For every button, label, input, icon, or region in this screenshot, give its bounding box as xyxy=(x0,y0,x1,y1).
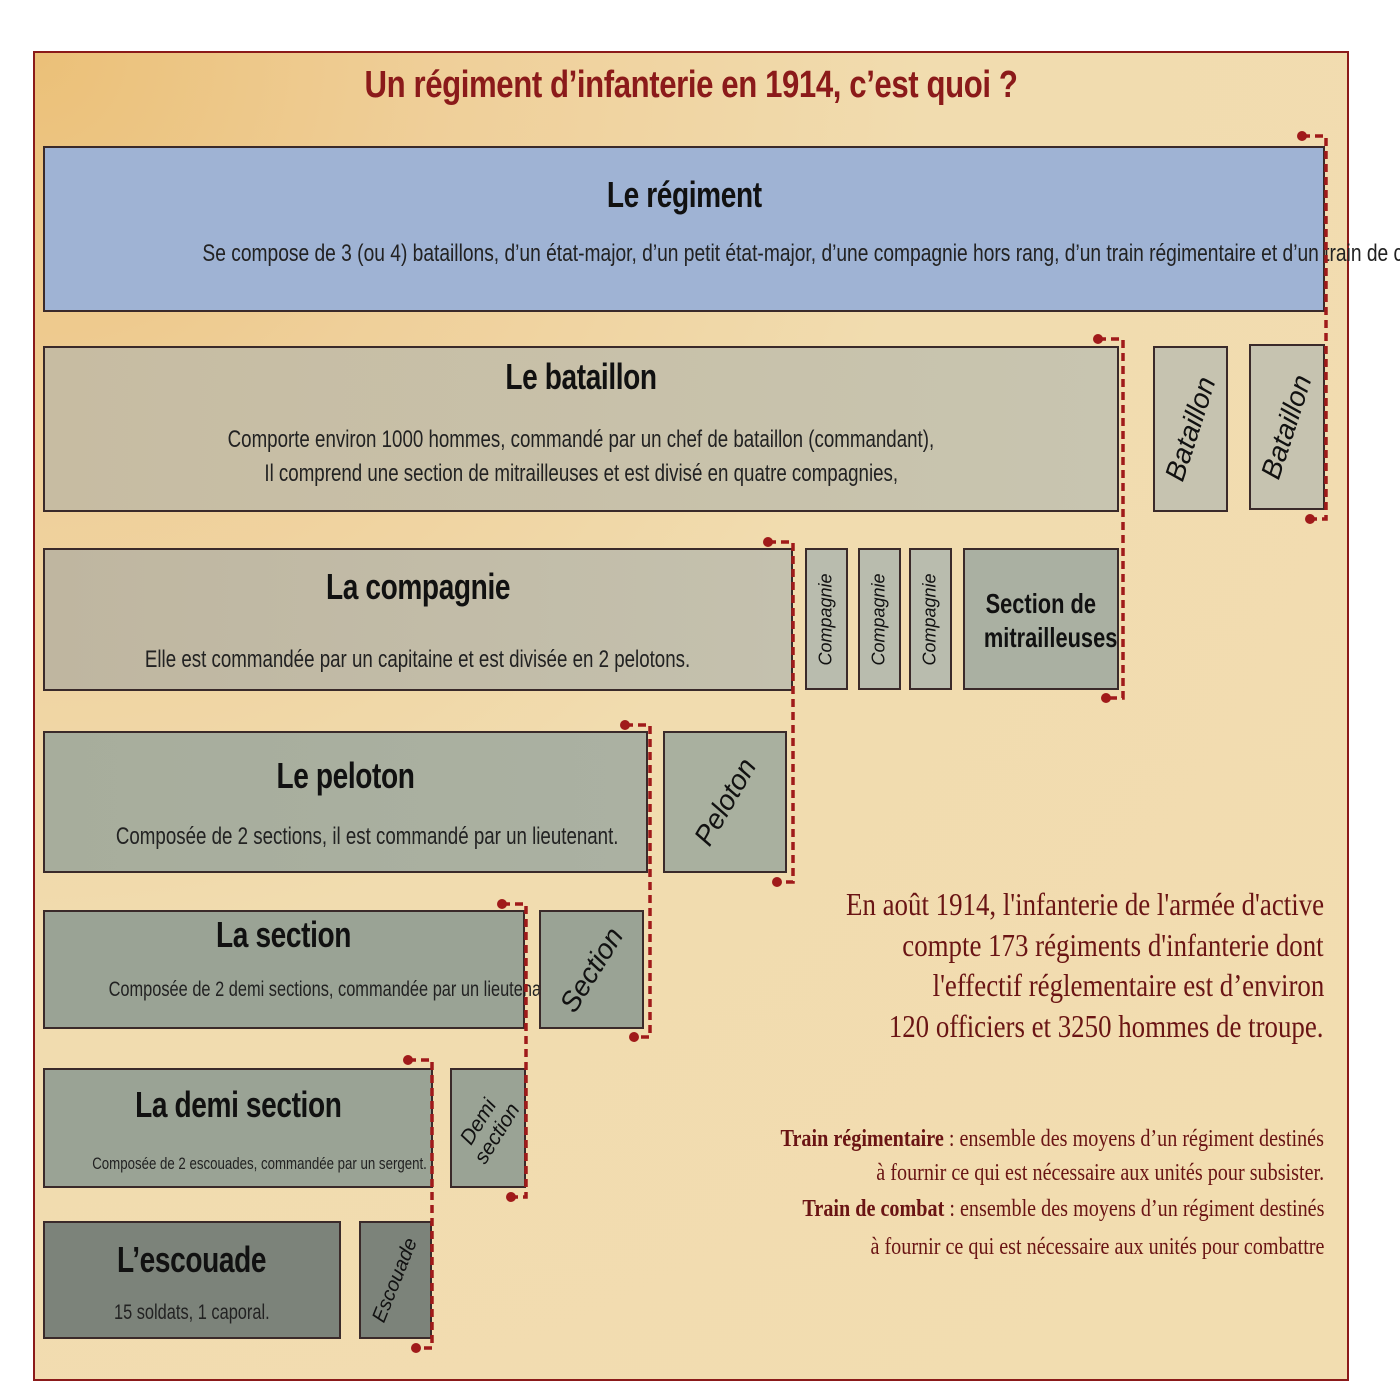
compagnie-description: Elle est commandée par un capitaine et e… xyxy=(145,646,691,673)
bataillon-mini-label-1: Bataillon xyxy=(1158,372,1222,485)
regiment-description: Se compose de 3 (ou 4) bataillons, d’un … xyxy=(202,240,1400,267)
note-line-2: compte 173 régiments d'infanterie dont xyxy=(902,926,1324,963)
mitrailleuses-label-line1: Section de xyxy=(985,588,1097,619)
bataillon-box: Le bataillon Comporte environ 1000 homme… xyxy=(43,346,1119,512)
train-regimentaire-def-2: à fournir ce qui est nécessaire aux unit… xyxy=(876,1160,1324,1186)
section-mini-label: Section xyxy=(553,921,629,1018)
section-mini-box: Section xyxy=(539,910,644,1029)
regiment-heading: Le régiment xyxy=(606,174,762,215)
compagnie-mini-box-3: Compagnie xyxy=(909,548,952,690)
escouade-box: L’escouade 15 soldats, 1 caporal. xyxy=(43,1221,341,1339)
section-description: Composée de 2 demi sections, commandée p… xyxy=(108,978,560,1001)
bataillon-description-line2: Il comprend une section de mitrailleuses… xyxy=(264,460,898,487)
peloton-box: Le peloton Composée de 2 sections, il es… xyxy=(43,731,648,873)
section-box: La section Composée de 2 demi sections, … xyxy=(43,910,559,1029)
compagnie-mini-label-3: Compagnie xyxy=(920,572,940,666)
compagnie-mini-box-1: Compagnie xyxy=(805,548,848,690)
escouade-description: 15 soldats, 1 caporal. xyxy=(114,1301,270,1324)
train-regimentaire-term: Train régimentaire xyxy=(780,1126,944,1152)
escouade-mini-label: Escouade xyxy=(368,1234,422,1326)
escouade-mini-box: Escouade xyxy=(359,1221,432,1339)
peloton-mini-label: Peloton xyxy=(687,752,762,851)
peloton-description: Composée de 2 sections, il est commandé … xyxy=(115,823,619,850)
note-line-4: 120 officiers et 3250 hommes de troupe. xyxy=(889,1007,1324,1044)
peloton-heading: Le peloton xyxy=(276,755,415,796)
demi-section-heading: La demi section xyxy=(134,1084,342,1125)
bataillon-mini-box-1: Bataillon xyxy=(1153,346,1228,512)
compagnie-mini-label-2: Compagnie xyxy=(869,572,889,666)
bataillon-heading: Le bataillon xyxy=(505,356,657,397)
train-combat-def-2: à fournir ce qui est nécessaire aux unit… xyxy=(870,1234,1324,1260)
bataillon-description-line1: Comporte environ 1000 hommes, commandé p… xyxy=(227,426,935,453)
train-combat-def-1: : ensemble des moyens d’un régiment dest… xyxy=(943,1196,1324,1222)
regiment-count-note: En août 1914, l'infanterie de l'armée d'… xyxy=(755,884,1324,1046)
page-title: Un régiment d’infanterie en 1914, c’est … xyxy=(364,64,1018,106)
bataillon-mini-label-2: Bataillon xyxy=(1255,370,1318,483)
section-heading: La section xyxy=(216,914,352,955)
train-regimentaire-def-1: : ensemble des moyens d’un régiment dest… xyxy=(943,1126,1324,1152)
demi-section-mini-box: Demi section xyxy=(450,1068,526,1188)
escouade-heading: L’escouade xyxy=(117,1239,267,1280)
regiment-box: Le régiment Se compose de 3 (ou 4) batai… xyxy=(43,146,1400,312)
train-combat-term: Train de combat xyxy=(801,1196,944,1222)
compagnie-heading: La compagnie xyxy=(325,566,511,607)
note-line-3: l'effectif réglementaire est d’environ xyxy=(932,967,1324,1003)
peloton-mini-box: Peloton xyxy=(663,731,787,873)
demi-section-box: La demi section Composée de 2 escouades,… xyxy=(43,1068,433,1188)
mitrailleuses-box: Section de mitrailleuses xyxy=(963,548,1119,690)
demi-section-description: Composée de 2 escouades, commandée par u… xyxy=(92,1154,427,1173)
compagnie-box: La compagnie Elle est commandée par un c… xyxy=(43,548,793,691)
bataillon-mini-box-2: Bataillon xyxy=(1249,344,1325,510)
note-line-1: En août 1914, l'infanterie de l'armée d'… xyxy=(845,886,1324,922)
compagnie-mini-label-1: Compagnie xyxy=(816,572,836,666)
train-legend: Train régimentaire : ensemble des moyens… xyxy=(677,1122,1324,1264)
mitrailleuses-label-line2: mitrailleuses xyxy=(983,622,1118,653)
compagnie-mini-box-2: Compagnie xyxy=(858,548,901,690)
